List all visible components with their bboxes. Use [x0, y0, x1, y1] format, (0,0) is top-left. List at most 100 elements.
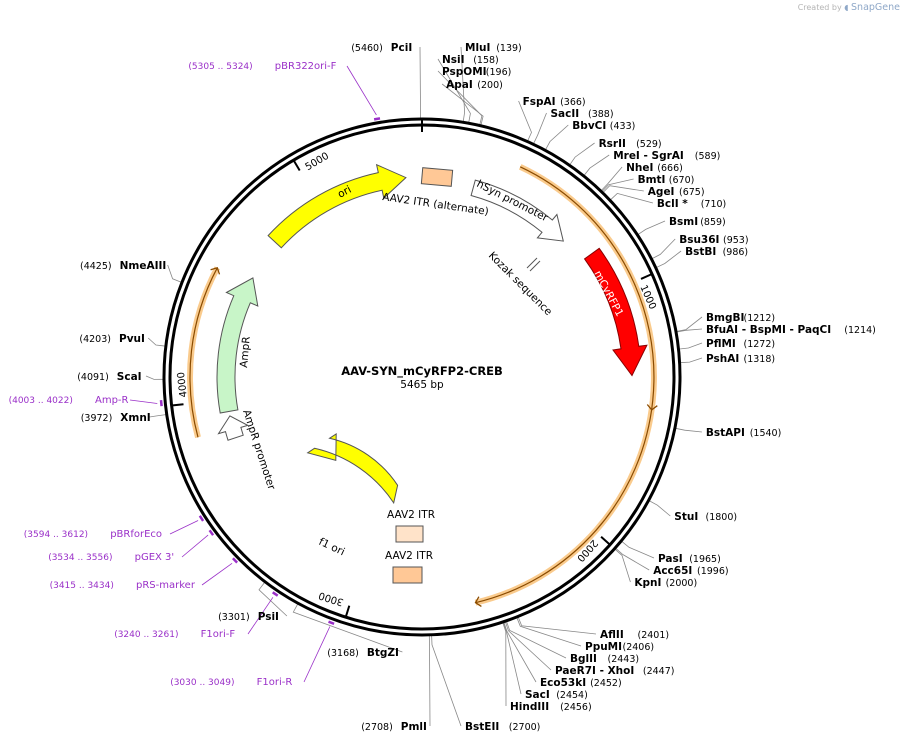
primer-prs-marker[interactable]: pRS-marker [136, 580, 196, 591]
enzyme-pos-kpni: (2000) [666, 578, 698, 589]
enzyme-nhei[interactable]: NheI [626, 162, 653, 174]
leader-bsmi [637, 220, 666, 236]
enzyme-bfuai-bspmi-paqci[interactable]: BfuAI - BspMI - PaqCI [706, 324, 831, 336]
leader-kpni [614, 548, 631, 583]
enzyme-agei[interactable]: AgeI [648, 186, 675, 198]
enzyme-pmli[interactable]: PmlI [401, 721, 427, 733]
primer-range-amp-r: (4003 .. 4022) [9, 396, 73, 406]
enzyme-pos-hindiii: (2456) [560, 702, 592, 713]
primer-range-f1ori-r: (3030 .. 3049) [170, 678, 234, 688]
leader-sacii [532, 112, 547, 145]
primer-f1ori-r[interactable]: F1ori-R [257, 677, 293, 688]
enzyme-btgzi[interactable]: BtgZI [367, 647, 399, 659]
leader-saci [502, 621, 522, 695]
enzyme-bstapi[interactable]: BstAPI [706, 427, 745, 439]
primer-pbrforeco[interactable]: pBRforEco [110, 529, 162, 540]
enzyme-pvui[interactable]: PvuI [119, 333, 145, 345]
ampr-promoter-feature [217, 415, 250, 441]
enzyme-pos-rsrii: (529) [636, 139, 662, 150]
enzyme-pos-bcli: (710) [701, 199, 727, 210]
primer-pgex-3[interactable]: pGEX 3' [135, 552, 175, 563]
enzyme-pos-pcii: (5460) [351, 43, 383, 54]
primer-amp-r[interactable]: Amp-R [95, 395, 129, 406]
enzyme-bglii[interactable]: BglII [570, 653, 597, 665]
enzyme-pflmi[interactable]: PflMI [706, 338, 736, 350]
enzyme-bbvci[interactable]: BbvCI [572, 120, 606, 132]
enzyme-pos-bmti: (670) [669, 175, 695, 186]
enzyme-pshai[interactable]: PshAI [706, 353, 739, 365]
enzyme-saci[interactable]: SacI [525, 689, 550, 701]
primer-mark-f1ori-r [328, 620, 335, 625]
leader-pshai [679, 357, 703, 364]
enzyme-eco53ki[interactable]: Eco53kI [540, 677, 586, 689]
snapgene-credit: Created by ◖ SnapGene [798, 2, 900, 13]
enzyme-nmeaiii[interactable]: NmeAIII [120, 260, 167, 272]
leader-fspai [518, 100, 532, 142]
enzyme-bcli[interactable]: BclI * [657, 198, 688, 210]
enzyme-ppumi[interactable]: PpuMI [585, 641, 622, 653]
enzyme-pspomi[interactable]: PspOMI [442, 66, 487, 78]
enzyme-bstbi[interactable]: BstBI [685, 246, 716, 258]
primer-pbr322ori-f[interactable]: pBR322ori-F [275, 61, 337, 72]
enzyme-pasi[interactable]: PasI [658, 553, 683, 565]
leader-lines [145, 46, 703, 727]
enzyme-rsrii[interactable]: RsrII [599, 138, 626, 150]
enzyme-xmni[interactable]: XmnI [120, 412, 150, 424]
leader-btgzi [292, 603, 403, 653]
mcyrfp1-feature [583, 247, 648, 377]
orf-arc-left-head [210, 266, 221, 275]
enzyme-paer7i-xhoi[interactable]: PaeR7I - XhoI [555, 665, 634, 677]
primer-mark-pbr322ori-f [373, 117, 381, 121]
snapgene-logo-icon: ◖ [844, 3, 849, 12]
enzyme-nsii[interactable]: NsiI [442, 54, 465, 66]
primer-leader-pbrforeco [169, 520, 199, 535]
enzyme-bsu36i[interactable]: Bsu36I [679, 234, 719, 246]
leader-nsii [437, 58, 471, 124]
leader-scai [145, 375, 165, 380]
enzyme-pos-nhei: (666) [657, 163, 683, 174]
primer-range-pbrforeco: (3594 .. 3612) [24, 530, 88, 540]
enzyme-apai[interactable]: ApaI [446, 79, 473, 91]
enzyme-acc65i[interactable]: Acc65I [653, 565, 692, 577]
enzyme-fspai[interactable]: FspAI [523, 96, 556, 108]
enzyme-bsmi[interactable]: BsmI [669, 216, 698, 228]
enzyme-stui[interactable]: StuI [674, 511, 698, 523]
tick-label-5000: 5000 [304, 151, 332, 173]
plasmid-name: AAV-SYN_mCyRFP2-CREB [341, 364, 503, 379]
enzyme-pos-pshai: (1318) [744, 354, 776, 365]
enzyme-kpni[interactable]: KpnI [634, 577, 661, 589]
enzyme-bmgbi[interactable]: BmgBI [706, 312, 744, 324]
leader-nhei [600, 166, 623, 192]
leader-eco53ki [503, 621, 537, 683]
primer-mark-f1ori-f [271, 591, 279, 597]
enzyme-mrei-sgrai[interactable]: MreI - SgrAI [613, 150, 684, 162]
leader-mlui [460, 46, 466, 123]
leader-nmeaiii [167, 264, 183, 283]
site-labels: MluI(139)NsiI(158)PspOMI(196)ApaI(200)Fs… [9, 42, 876, 733]
leader-bsteii [431, 634, 462, 727]
primer-mark-pbrforeco [198, 515, 205, 522]
enzyme-pcii[interactable]: PciI [391, 42, 412, 54]
enzyme-scai[interactable]: ScaI [117, 371, 142, 383]
enzyme-aflii[interactable]: AflII [600, 629, 624, 641]
enzyme-psii[interactable]: PsiI [258, 611, 279, 623]
leader-xmni [149, 414, 167, 418]
leader-bbvci [544, 124, 569, 151]
tick-5000 [292, 159, 301, 172]
primer-f1ori-f[interactable]: F1ori-F [201, 629, 236, 640]
enzyme-sacii[interactable]: SacII [551, 108, 580, 120]
primer-range-pbr322ori-f: (5305 .. 5324) [188, 62, 252, 72]
enzyme-pos-pvui: (4203) [79, 334, 111, 345]
enzyme-pos-bglii: (2443) [608, 654, 640, 665]
enzyme-bmti[interactable]: BmtI [638, 174, 666, 186]
orf-arc-left [187, 266, 220, 439]
primer-leader-pbr322ori-f [346, 65, 377, 116]
enzyme-pos-scai: (4091) [77, 372, 109, 383]
enzyme-bsteii[interactable]: BstEII [465, 721, 499, 733]
enzyme-mlui[interactable]: MluI [465, 42, 490, 54]
orf-arc-right-tail-head [474, 596, 482, 607]
leader-bmgbi [675, 316, 703, 332]
primer-range-f1ori-f: (3240 .. 3261) [114, 630, 178, 640]
enzyme-hindiii[interactable]: HindIII [510, 701, 549, 713]
